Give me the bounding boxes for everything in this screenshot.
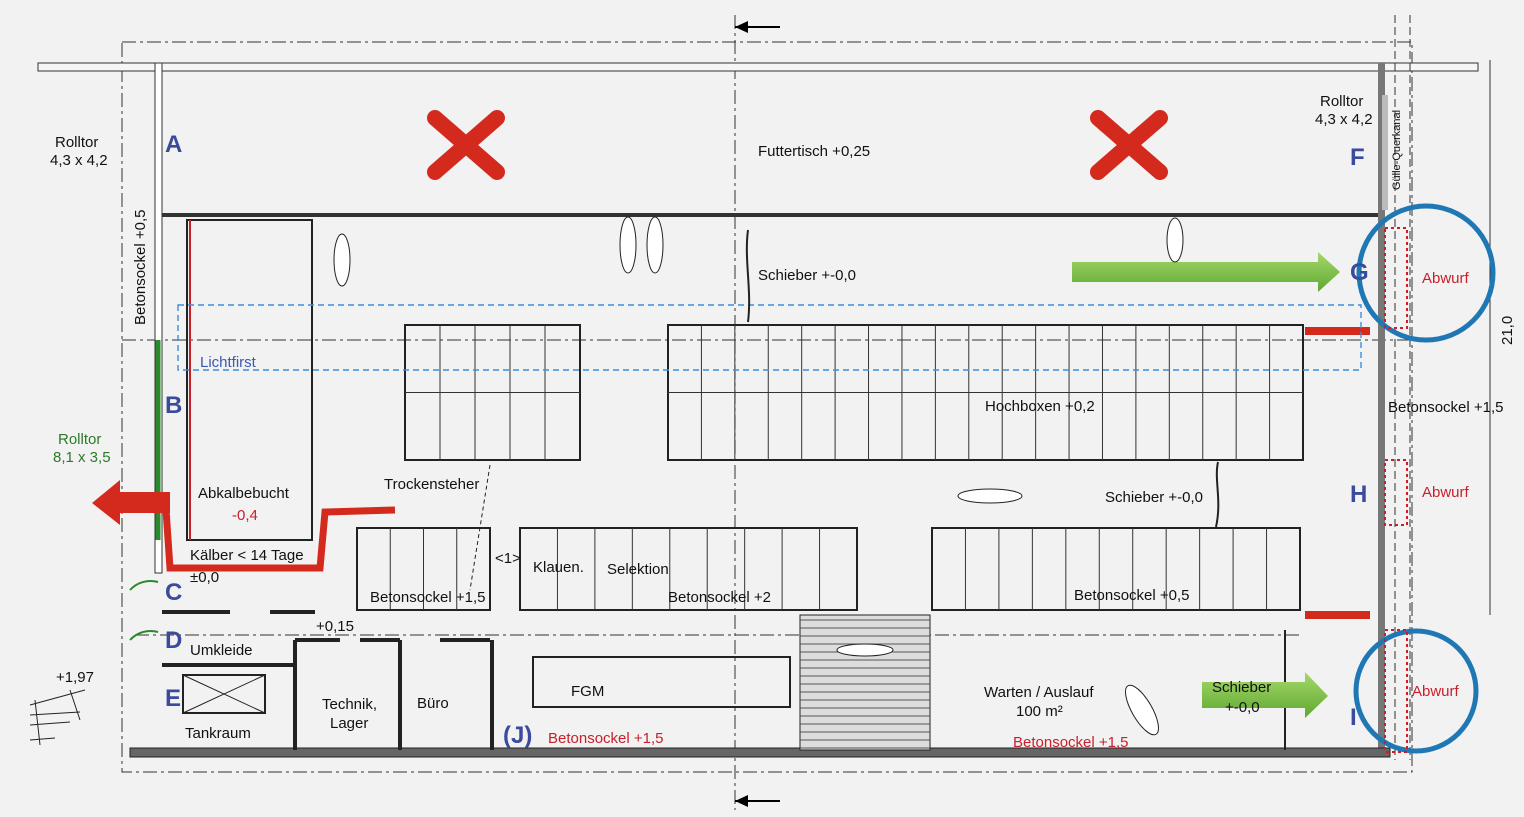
label: +-0,0 xyxy=(1225,699,1260,716)
fgm-unit xyxy=(532,656,791,708)
label: Lichtfirst xyxy=(200,354,257,371)
label: ±0,0 xyxy=(190,569,219,586)
label: 4,3 x 4,2 xyxy=(1315,111,1373,128)
tank-icon xyxy=(182,674,266,714)
label: Betonsockel +1,5 xyxy=(370,589,486,606)
label: Büro xyxy=(417,695,449,712)
slatted-floor xyxy=(799,614,931,751)
label: 100 m² xyxy=(1016,703,1063,720)
cross-mark-icon xyxy=(1090,110,1168,180)
label: +1,97 xyxy=(56,669,94,686)
gate-letter-e: E xyxy=(165,685,181,712)
roof-beam xyxy=(37,62,1479,72)
gate-letter-b: B xyxy=(165,392,182,419)
gate-letter-f: F xyxy=(1350,144,1365,171)
label: Kälber < 14 Tage xyxy=(190,547,304,564)
label: <1> xyxy=(495,550,521,567)
label: Abkalbebucht xyxy=(198,485,290,502)
label: Schieber +-0,0 xyxy=(758,267,856,284)
label: Rolltor xyxy=(1320,93,1363,110)
room-walls xyxy=(162,610,494,750)
dimension-label: 21,0 xyxy=(1499,316,1516,345)
gate-letter-d: D xyxy=(165,627,182,654)
label: Betonsockel +0,5 xyxy=(1074,587,1190,604)
label: Abwurf xyxy=(1422,484,1470,501)
label: Selektion xyxy=(607,561,669,578)
gate-letter-g: G xyxy=(1350,259,1369,286)
cross-mark-icon xyxy=(427,110,505,180)
label: Betonsockel +1,5 xyxy=(548,730,664,747)
label: Gülle-Querkanal xyxy=(1391,110,1403,190)
label: -0,4 xyxy=(232,507,258,524)
stall-block xyxy=(931,527,1301,611)
gate-letter-c: C xyxy=(165,579,182,606)
label: Abwurf xyxy=(1422,270,1470,287)
label: Trockensteher xyxy=(384,476,479,493)
bottom-wall xyxy=(129,747,1391,758)
highlight-circle xyxy=(1353,628,1479,754)
label: Tankraum xyxy=(185,725,251,742)
label: Schieber xyxy=(1212,679,1271,696)
label: Warten / Auslauf xyxy=(984,684,1094,701)
arrow-right-icon xyxy=(1072,252,1340,292)
cow-icon xyxy=(333,216,1184,736)
stall-block xyxy=(519,527,858,611)
gate-letter-h: H xyxy=(1350,481,1367,508)
label: Hochboxen +0,2 xyxy=(985,398,1095,415)
red-barrier xyxy=(161,494,396,572)
label: Betonsockel +1,5 xyxy=(1388,399,1504,416)
label: Rolltor xyxy=(55,134,98,151)
arrow-left-icon xyxy=(92,480,170,525)
label: Rolltor xyxy=(58,431,101,448)
abkalbebucht-pen xyxy=(186,219,313,541)
arrow-right-icon xyxy=(1202,672,1328,718)
label: Futtertisch +0,25 xyxy=(758,143,870,160)
left-wall xyxy=(154,62,163,574)
right-wall xyxy=(1378,63,1385,753)
label: Technik, xyxy=(322,696,377,713)
label: Betonsockel +2 xyxy=(668,589,771,606)
label: Betonsockel +0,5 xyxy=(132,210,149,326)
label: Lager xyxy=(330,715,368,732)
label: Schieber +-0,0 xyxy=(1105,489,1203,506)
label: Betonsockel +1,5 xyxy=(1013,734,1129,751)
gate-letter-a: A xyxy=(165,131,182,158)
lichtfirst-outline xyxy=(177,304,1362,371)
label: Abwurf xyxy=(1412,683,1460,700)
section-arrow-icon xyxy=(735,21,780,33)
label: +0,15 xyxy=(316,618,354,635)
stall-blocks xyxy=(356,324,1304,611)
section-arrow-icon xyxy=(735,795,780,807)
label: 8,1 x 3,5 xyxy=(53,449,111,466)
label: 4,3 x 4,2 xyxy=(50,152,108,169)
stair-icon xyxy=(29,689,86,746)
label: Klauen. xyxy=(533,559,584,576)
boundary-line xyxy=(121,41,1413,773)
label: FGM xyxy=(571,683,604,700)
door-icon xyxy=(129,580,159,641)
label: Umkleide xyxy=(190,642,253,659)
gate-letter-i: I xyxy=(1350,704,1357,731)
letter-j: (J) xyxy=(503,722,532,749)
highlight-circle xyxy=(1356,203,1496,343)
